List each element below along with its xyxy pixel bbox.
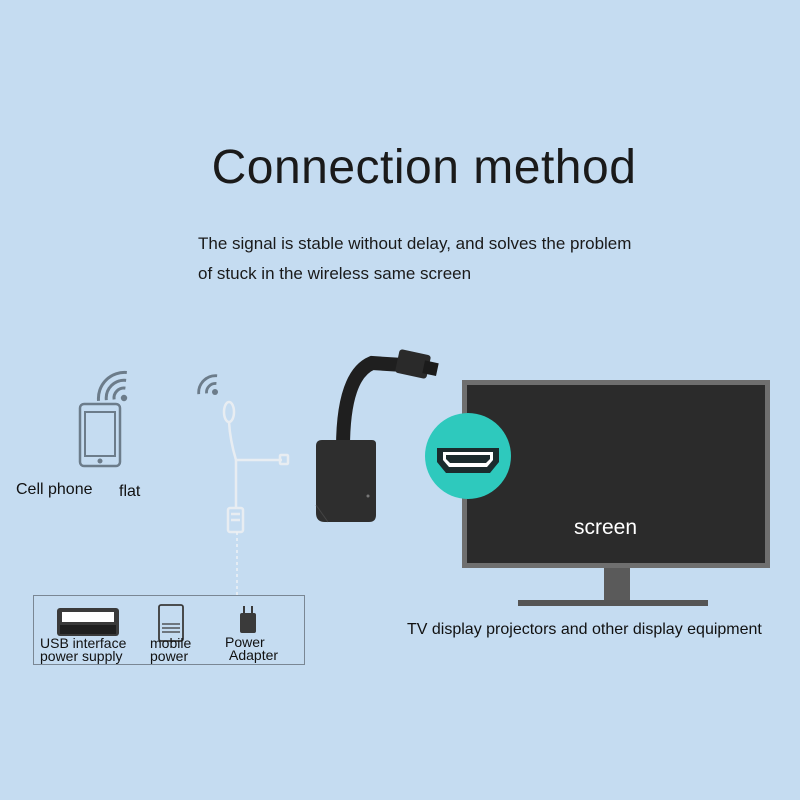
tv — [462, 380, 770, 606]
hdmi-icon — [425, 413, 511, 499]
subtitle-line-2: of stuck in the wireless same screen — [198, 264, 472, 283]
page-title: Connection method — [211, 141, 637, 194]
subtitle-line-1: The signal is stable without delay, and … — [198, 234, 632, 253]
label-cell-phone: Cell phone — [16, 481, 93, 498]
phone-icon — [78, 402, 122, 468]
wifi-signal-icon — [96, 370, 128, 402]
tv-screen-label: screen — [574, 516, 638, 539]
antenna-cable — [222, 400, 290, 534]
label-flat: flat — [119, 483, 141, 500]
label-power-adapter: Power Adapter — [225, 634, 279, 663]
label-usb-interface: USB interface power supply — [40, 635, 127, 664]
label-mobile-power: mobile power — [150, 635, 192, 664]
power-bank-icon — [158, 604, 184, 642]
usb-port-icon — [57, 608, 119, 636]
power-source-box — [33, 595, 305, 665]
wifi-signal-icon — [197, 374, 218, 395]
power-adapter-icon — [240, 606, 256, 633]
dongle — [315, 349, 439, 523]
tv-caption: TV display projectors and other display … — [407, 621, 762, 638]
